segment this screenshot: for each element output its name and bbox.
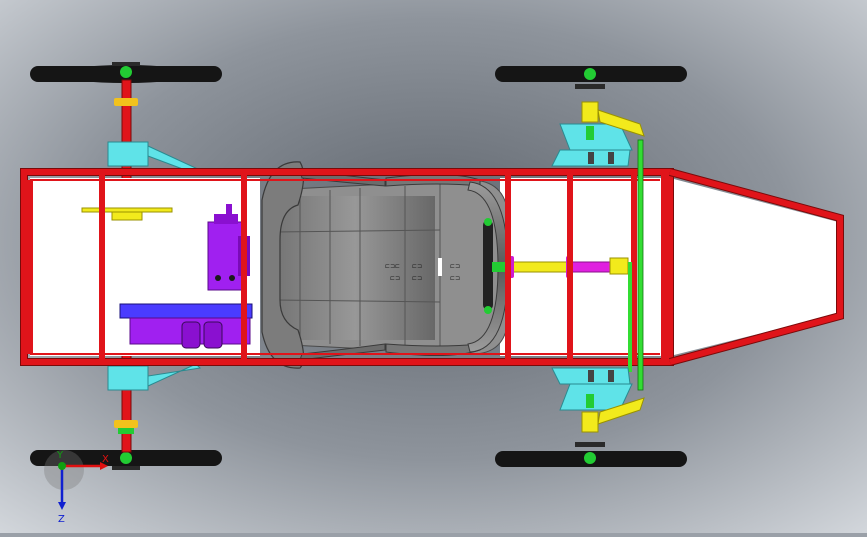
axis-triad-icon: X Y Z [44, 450, 109, 525]
svg-text:⊏⊐: ⊏⊐ [450, 275, 460, 282]
driver-seat[interactable]: ⊏⊐⊏ ⊏⊐ ⊏⊐ ⊏⊐ ⊏⊐ ⊏⊐ [261, 161, 509, 369]
svg-text:⊏⊐: ⊏⊐ [450, 263, 460, 270]
svg-text:⊏⊐: ⊏⊐ [412, 263, 422, 270]
tie-rod[interactable] [628, 139, 644, 391]
svg-text:⊏⊐: ⊏⊐ [412, 275, 422, 282]
front-right-upright[interactable] [551, 367, 645, 433]
chassis-frame[interactable] [20, 168, 844, 366]
front-right-wheel[interactable] [495, 442, 687, 467]
sprocket[interactable] [81, 207, 173, 221]
rear-left-wheel[interactable] [30, 62, 222, 83]
svg-text:⊏⊐: ⊏⊐ [390, 275, 400, 282]
front-left-wheel[interactable] [495, 66, 687, 89]
transmission-bar[interactable] [119, 303, 253, 349]
rear-right-wheel[interactable] [30, 450, 222, 470]
axis-y-label: Y [56, 450, 64, 461]
svg-text:⊏⊐⊏: ⊏⊐⊏ [385, 263, 400, 270]
axis-x-label: X [102, 454, 109, 465]
rear-bearing-right[interactable] [107, 363, 202, 391]
axis-z-label: Z [58, 514, 65, 525]
front-left-upright[interactable] [551, 101, 645, 167]
